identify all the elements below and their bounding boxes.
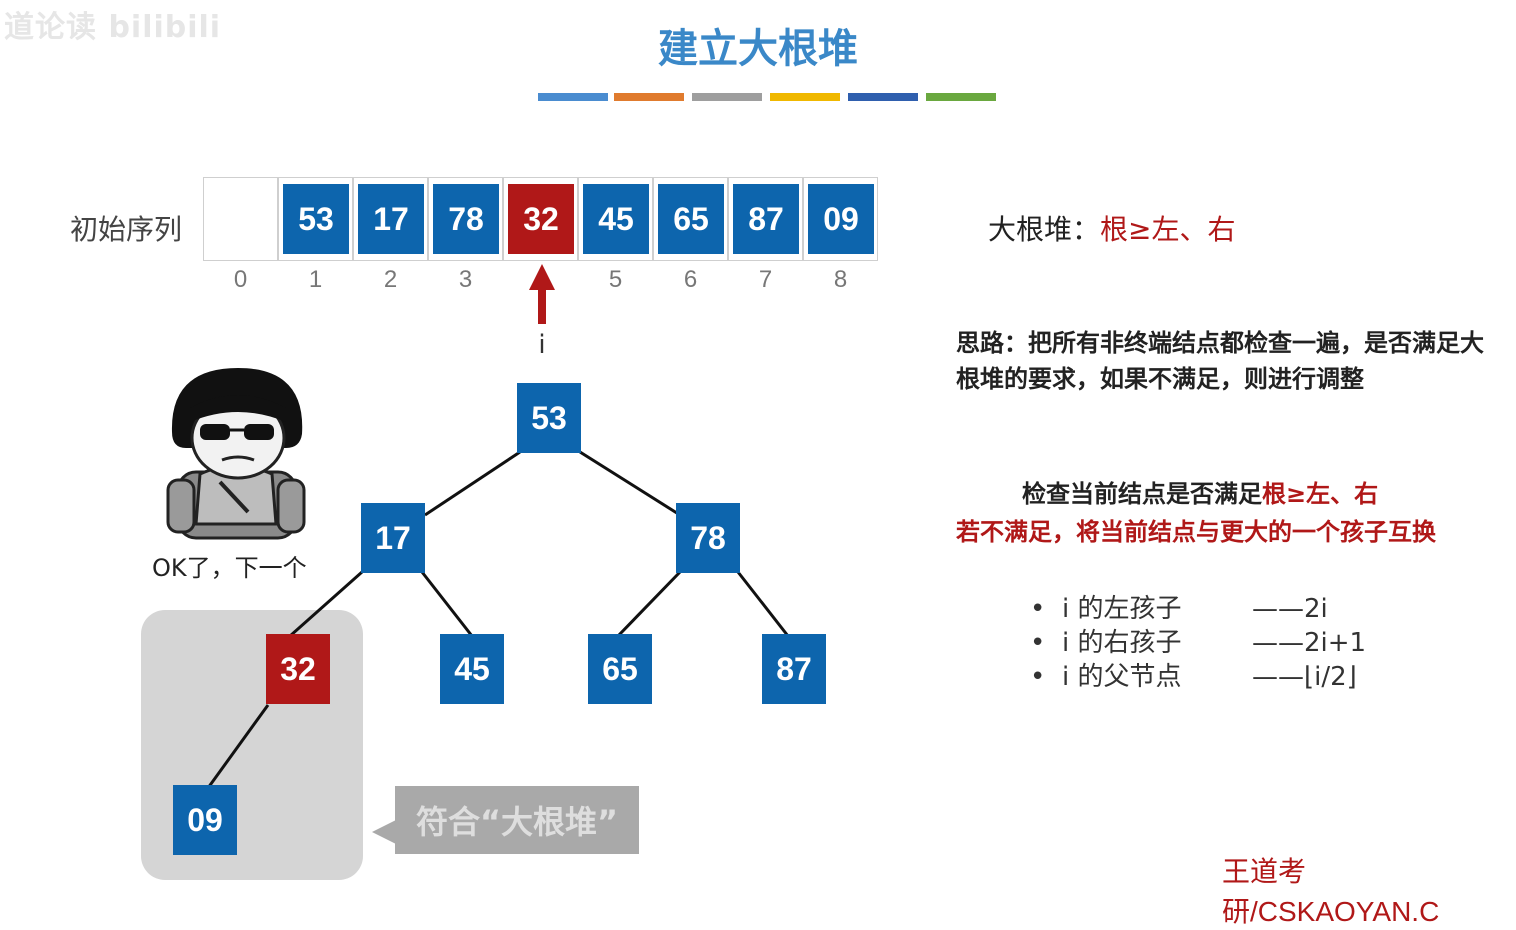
tree-node: 78 (676, 503, 740, 573)
heap-rule-text: 根≥左、右 (1100, 213, 1236, 246)
idea-text: 思路：把所有非终端结点都检查一遍，是否满足大根堆的要求，如果不满足，则进行调整 (956, 329, 1484, 393)
array-index: 3 (458, 266, 473, 293)
formula-value: ——⌊i/2⌋ (1252, 662, 1357, 692)
tree-node: 53 (517, 383, 581, 453)
array-value: 09 (808, 184, 874, 254)
array-value: 87 (733, 184, 799, 254)
array-index: 6 (683, 266, 698, 293)
array-index: 1 (308, 266, 323, 293)
tree-node: 45 (440, 634, 504, 704)
footer-brand: 王道考研/CSKAOYAN.C (1222, 856, 1440, 927)
formula-label: i 的右孩子 (1062, 628, 1182, 658)
check-line-1-prefix: 检查当前结点是否满足 (1022, 480, 1262, 508)
sequence-label: 初始序列 (70, 213, 183, 246)
array-index: 7 (758, 266, 773, 293)
formula-label: i 的父节点 (1062, 662, 1182, 692)
array-index: 0 (233, 266, 248, 293)
check-line-1: 检查当前结点是否满足根≥左、右 (1022, 474, 1378, 509)
array-index: 2 (383, 266, 398, 293)
formula-left-child: • i 的左孩子 ——2i (1030, 588, 1328, 625)
array-value: 78 (433, 184, 499, 254)
meme-caption: OK了，下一个 (152, 554, 307, 582)
title-stripe (692, 93, 762, 101)
edge-32-09 (206, 704, 270, 789)
bullet: • (1030, 662, 1046, 692)
formula-value: ——2i (1252, 594, 1328, 624)
bullet: • (1030, 628, 1046, 658)
array-index: 5 (608, 266, 623, 293)
formula-value: ——2i+1 (1252, 628, 1367, 658)
array-cell (203, 177, 278, 261)
tree-node: 09 (173, 785, 237, 855)
array-value-highlight: 32 (508, 184, 574, 254)
watermark: 道论读 bilibili (4, 10, 222, 45)
title-stripe (538, 93, 608, 101)
edge-17-32 (289, 570, 363, 638)
tree-node-highlight: 32 (266, 634, 330, 704)
array-value: 45 (583, 184, 649, 254)
formula-label: i 的左孩子 (1062, 594, 1182, 624)
pointer-arrow-icon (529, 264, 555, 324)
edge-17-45 (420, 571, 474, 637)
tree-node: 17 (361, 503, 425, 573)
array-index: 8 (833, 266, 848, 293)
page-title: 建立大根堆 (658, 26, 858, 72)
title-stripe (926, 93, 996, 101)
tree-node: 87 (762, 634, 826, 704)
edge-53-78 (579, 450, 681, 517)
pointer-label: i (538, 330, 546, 360)
check-line-1-red: 根≥左、右 (1262, 480, 1379, 508)
edge-53-17 (424, 450, 521, 517)
heap-rule: 大根堆：根≥左、右 (988, 208, 1235, 248)
check-line-2: 若不满足，将当前结点与更大的一个孩子互换 (956, 518, 1436, 546)
speech-bubble: 符合“大根堆” (395, 786, 639, 854)
title-stripe (848, 93, 918, 101)
formula-right-child: • i 的右孩子 ——2i+1 (1030, 622, 1366, 659)
array-value: 53 (283, 184, 349, 254)
title-stripe (770, 93, 840, 101)
bullet: • (1030, 594, 1046, 624)
meme-character-icon (166, 368, 306, 540)
tree-node: 65 (588, 634, 652, 704)
edge-78-87 (736, 571, 790, 637)
heap-rule-prefix: 大根堆： (988, 213, 1101, 246)
tree-edges (206, 450, 790, 789)
edge-78-65 (616, 570, 682, 638)
array-value: 17 (358, 184, 424, 254)
formula-parent: • i 的父节点 ——⌊i/2⌋ (1030, 656, 1357, 693)
bubble-tail (372, 820, 396, 844)
title-stripe (614, 93, 684, 101)
array-value: 65 (658, 184, 724, 254)
